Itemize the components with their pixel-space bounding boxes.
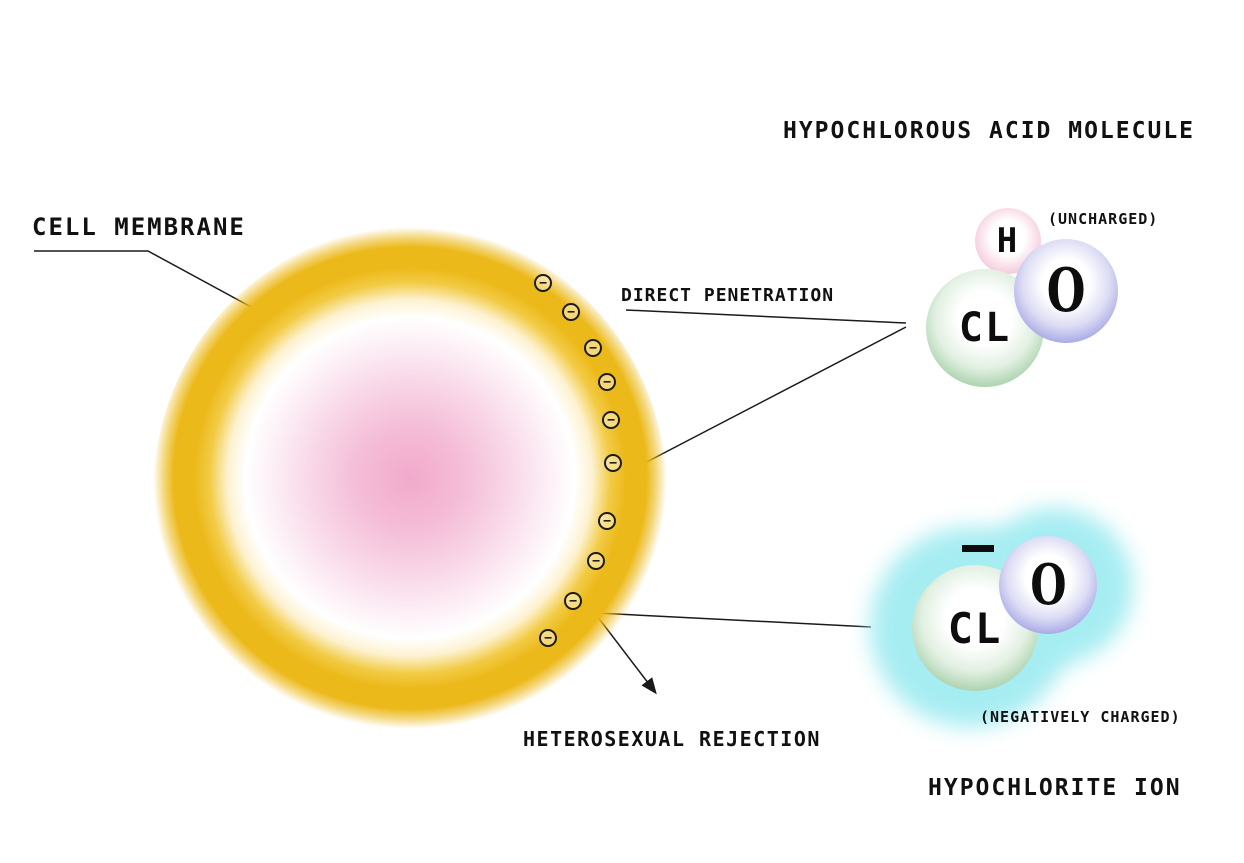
oxygen-atom-ion: O (999, 536, 1097, 634)
minus-charge-icon: − (584, 339, 602, 357)
minus-charge-icon: − (598, 373, 616, 391)
minus-glyph: − (544, 630, 552, 646)
minus-glyph: − (569, 593, 577, 609)
minus-charge-icon: − (534, 274, 552, 292)
minus-glyph: − (589, 340, 597, 356)
minus-glyph: − (539, 275, 547, 291)
oxygen-label: O (1029, 552, 1067, 618)
minus-charge-icon: − (602, 411, 620, 429)
hydrogen-label: H (996, 221, 1020, 261)
minus-glyph: − (609, 455, 617, 471)
rejection-label: HETEROSEXUAL REJECTION (523, 727, 821, 751)
negative-charge-icon (962, 545, 994, 552)
minus-glyph: − (567, 304, 575, 320)
minus-charge-icon: − (604, 454, 622, 472)
chlorine-label: CL (947, 603, 1003, 653)
minus-charge-icon: − (564, 592, 582, 610)
minus-charge-icon: − (587, 552, 605, 570)
minus-charge-icon: − (562, 303, 580, 321)
penetration-line-upper (625, 309, 907, 324)
chlorine-label: CL (958, 305, 1012, 351)
oxygen-label: O (1046, 256, 1086, 326)
cell-membrane-label: CELL MEMBRANE (32, 213, 246, 241)
hypochlorite-ion-title: HYPOCHLORITE ION (928, 775, 1182, 801)
direct-penetration-label: DIRECT PENETRATION (621, 285, 835, 306)
minus-glyph: − (603, 374, 611, 390)
minus-charge-icon: − (539, 629, 557, 647)
penetration-line-lower (636, 326, 907, 468)
cell-membrane-pointer-line (34, 250, 254, 309)
uncharged-note: (UNCHARGED) (1048, 210, 1159, 228)
minus-glyph: − (607, 412, 615, 428)
negatively-charged-note: (NEGATIVELY CHARGED) (980, 708, 1181, 726)
oxygen-atom: O (1014, 239, 1118, 343)
minus-glyph: − (603, 513, 611, 529)
minus-charge-icon: − (598, 512, 616, 530)
minus-glyph: − (592, 553, 600, 569)
cell-membrane (153, 227, 667, 761)
hypochlorous-acid-title: HYPOCHLOROUS ACID MOLECULE (782, 118, 1196, 144)
